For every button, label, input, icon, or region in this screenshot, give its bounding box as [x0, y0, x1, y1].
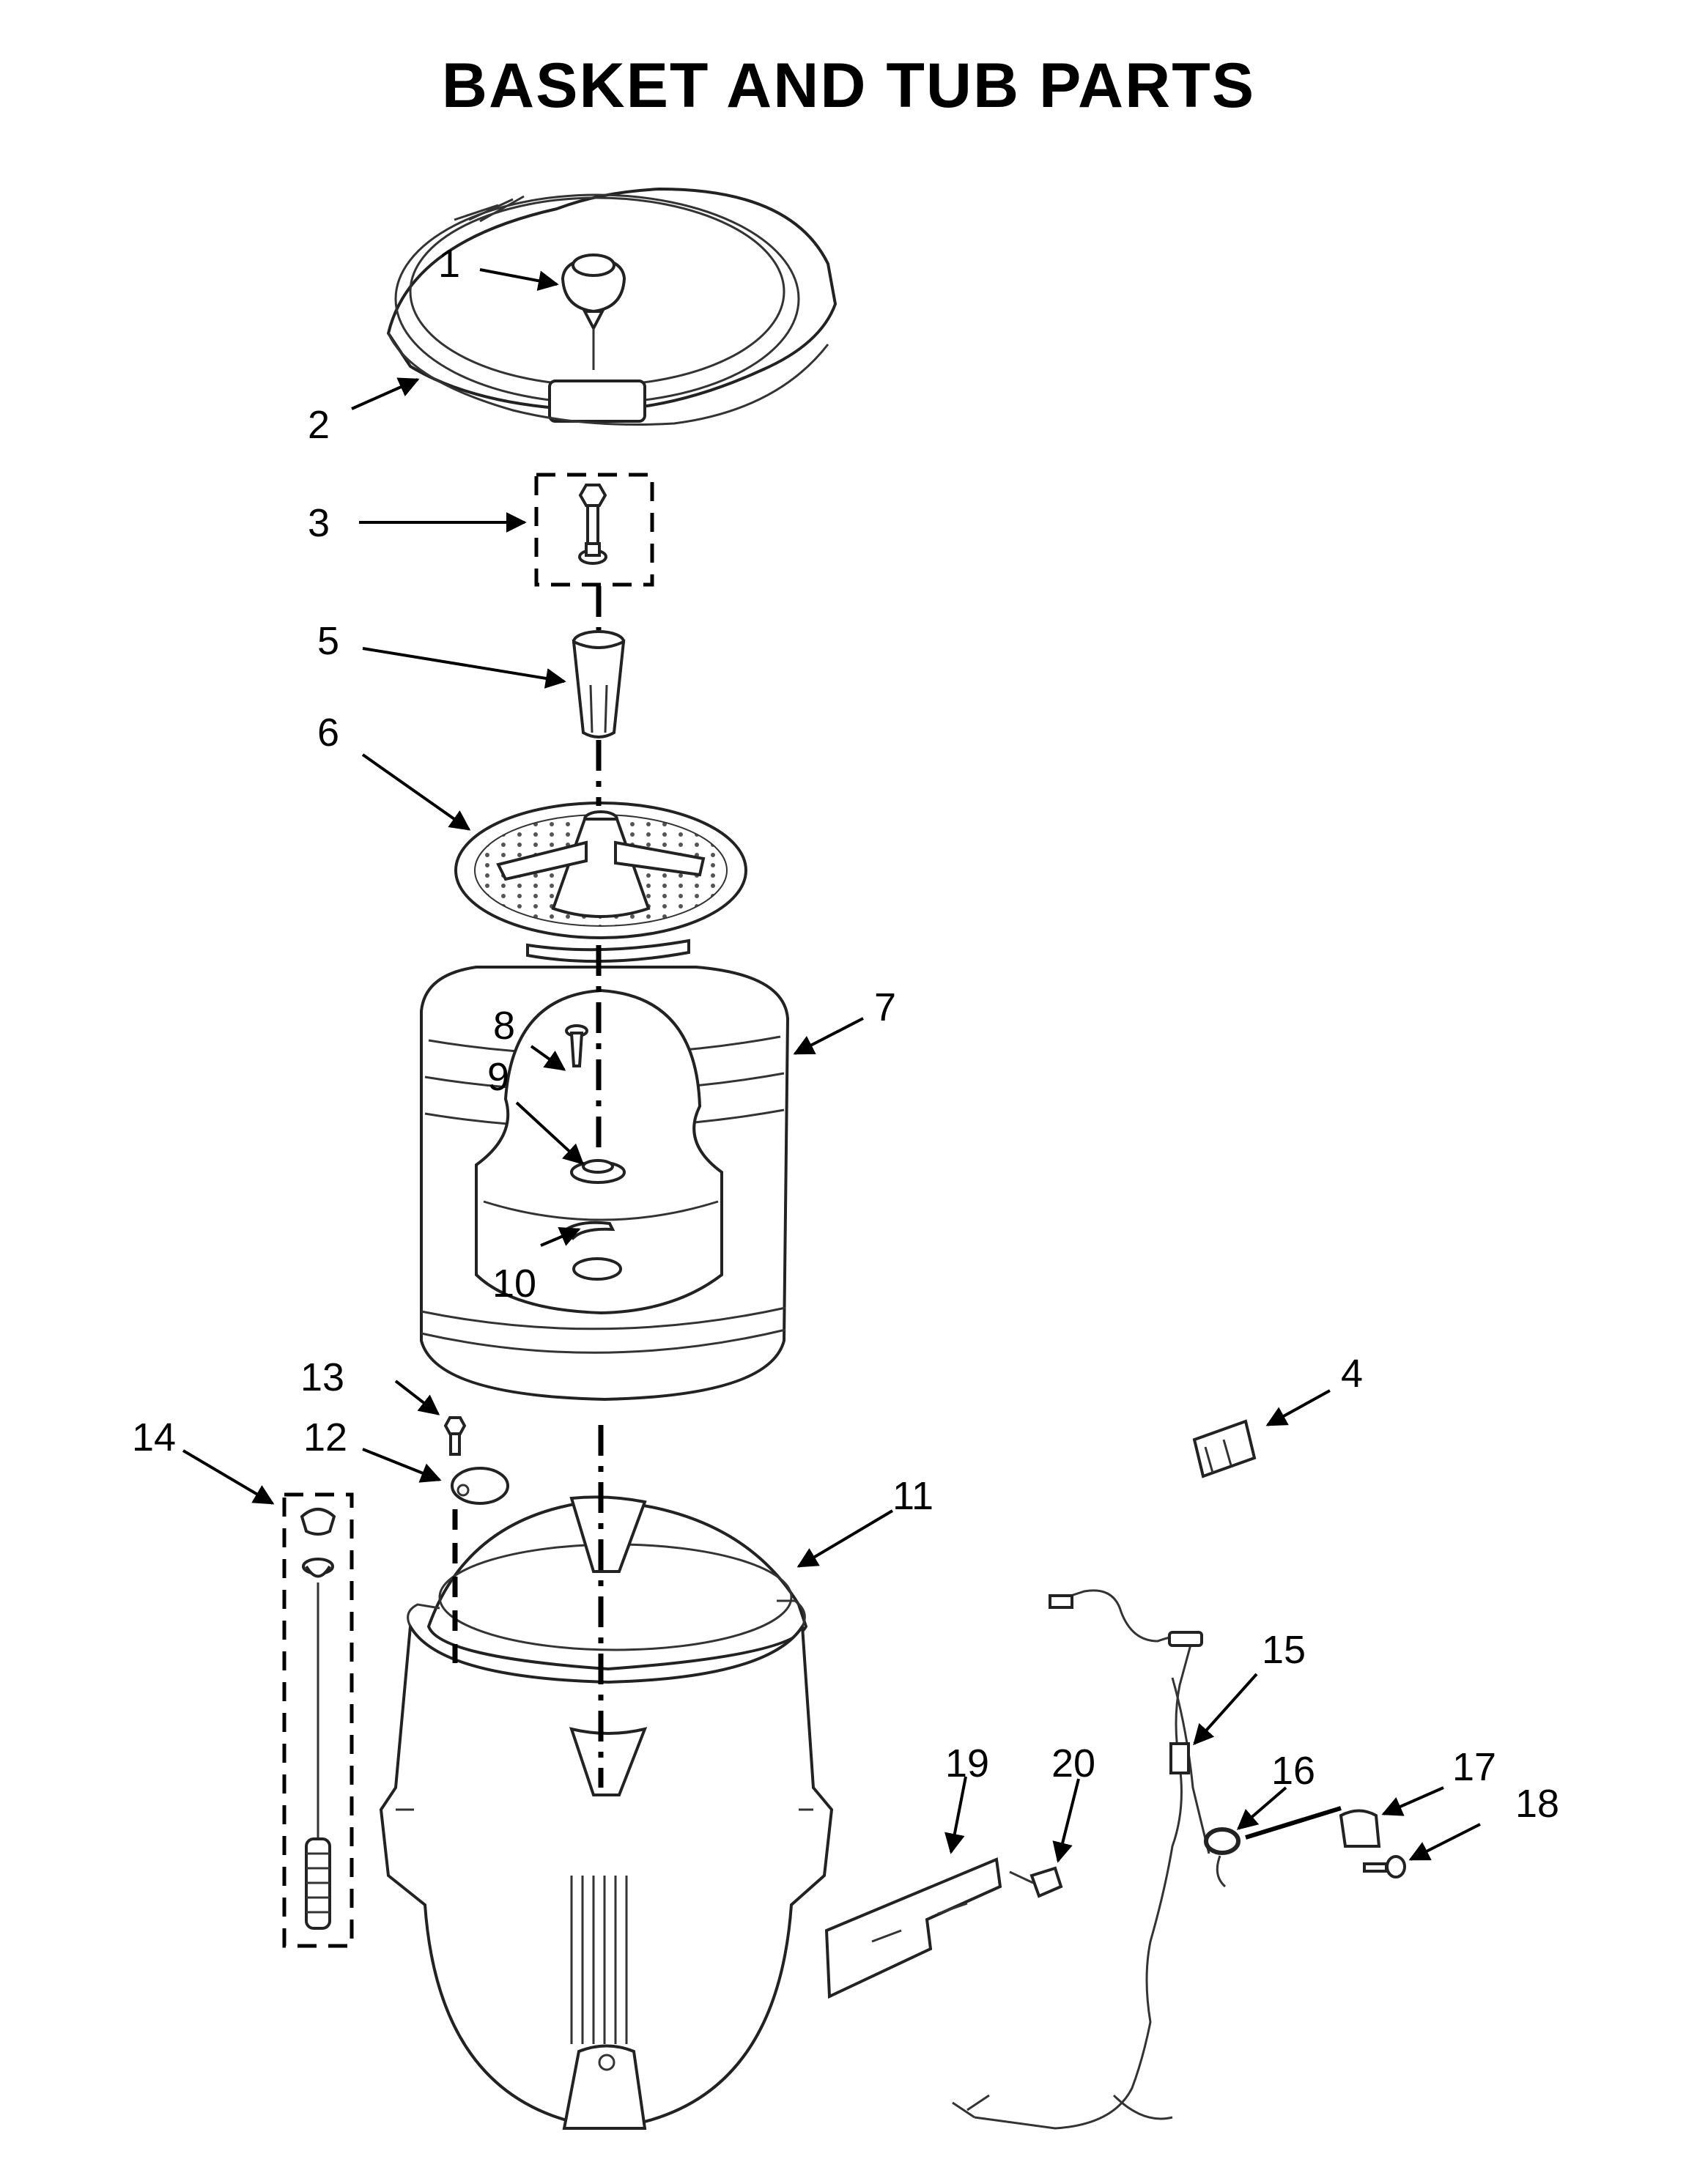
callout-4: 4 [1341, 1352, 1363, 1396]
part-18-screw [1363, 1855, 1406, 1878]
callout-13: 13 [300, 1355, 344, 1399]
callout-8: 8 [493, 1004, 515, 1048]
callout-19: 19 [945, 1741, 989, 1785]
part-2-tub-ring [386, 187, 838, 426]
callout-15: 15 [1262, 1628, 1306, 1672]
callout-6: 6 [317, 711, 339, 755]
part-15-wire-harness [952, 1589, 1210, 2130]
part-17-bracket [1339, 1809, 1381, 1848]
part-19-label [824, 1857, 1002, 1999]
part-8-screw [565, 1024, 588, 1067]
part-6-impeller [454, 802, 747, 963]
part-5-coupling [572, 630, 626, 739]
diagram-title: BASKET AND TUB PARTS [441, 51, 1256, 121]
callout-7: 7 [874, 985, 896, 1029]
callout-2: 2 [308, 403, 330, 447]
callout-3: 3 [308, 501, 330, 545]
callout-11: 11 [892, 1474, 933, 1518]
part-16-o-ring [1204, 1827, 1241, 1888]
callout-17: 17 [1452, 1745, 1496, 1789]
part-4-clip [1192, 1419, 1257, 1478]
part-3-bolt-kit [534, 473, 654, 587]
leader-lines [182, 268, 1481, 1863]
callout-18: 18 [1515, 1782, 1559, 1826]
part-13-bolt [443, 1416, 467, 1456]
callout-14: 14 [132, 1415, 176, 1459]
callout-20: 20 [1051, 1741, 1095, 1785]
callout-16: 16 [1271, 1749, 1315, 1793]
callout-10: 10 [492, 1262, 536, 1306]
part-11-outer-tub [379, 1495, 834, 2131]
callout-1: 1 [438, 242, 460, 286]
callout-9: 9 [487, 1055, 509, 1099]
part-12-cover-plate [451, 1467, 509, 1505]
callout-5: 5 [317, 619, 339, 663]
part-1-cap [561, 253, 626, 370]
part-20-plug [1009, 1866, 1063, 1898]
part-9-hub [570, 1159, 626, 1184]
callout-labels: 1 2 3 4 5 6 7 8 9 10 11 12 13 14 15 16 1… [132, 242, 1559, 1826]
part-14-suspension-rod [282, 1492, 354, 1948]
callout-12: 12 [303, 1415, 347, 1459]
o-ring-connection-line [1245, 1806, 1342, 1840]
